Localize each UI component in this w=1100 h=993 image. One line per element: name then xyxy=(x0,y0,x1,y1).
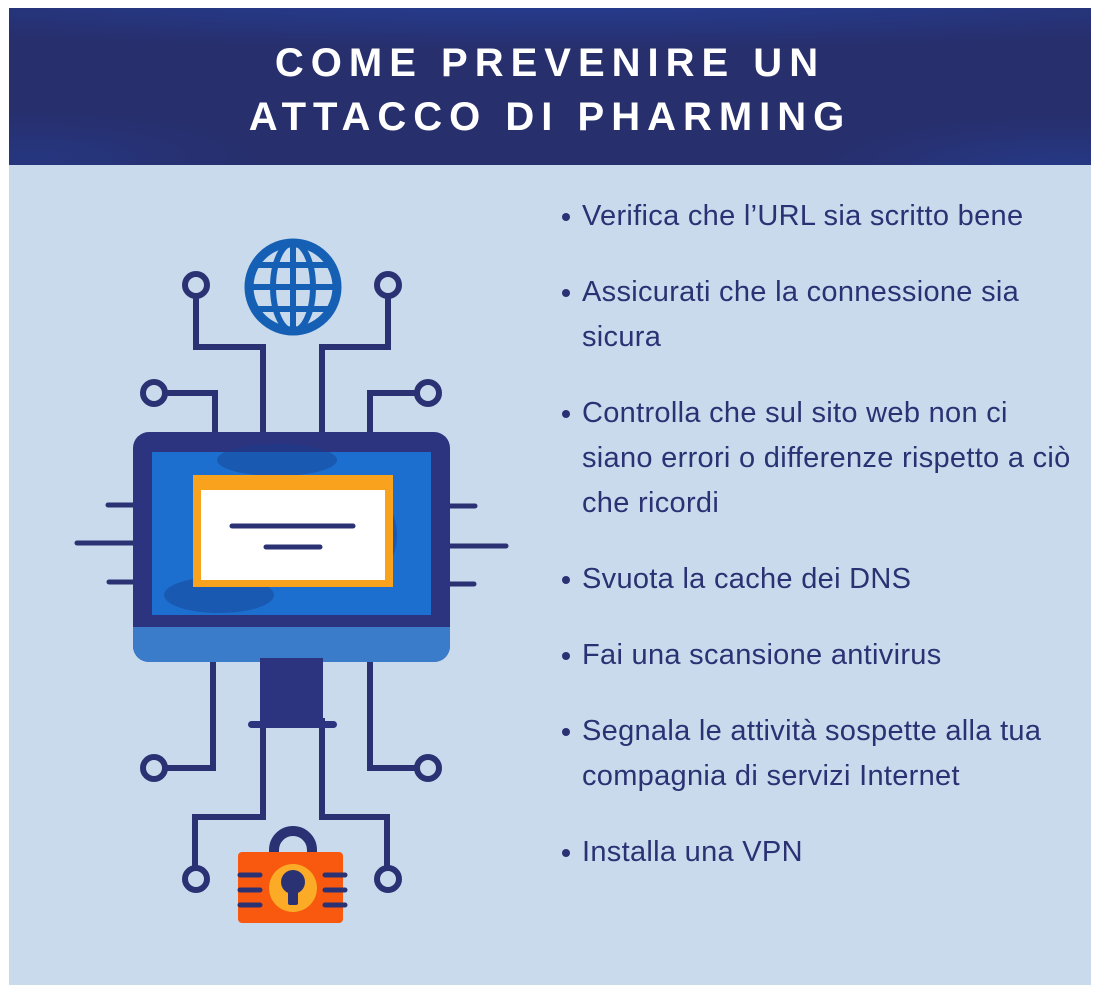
bullet-dot xyxy=(562,213,570,221)
tip-text: Assicurati che la connessione sia sicura xyxy=(582,276,1020,353)
globe-icon xyxy=(244,238,342,336)
list-item: Installa una VPN xyxy=(554,830,1074,875)
bullet-dot xyxy=(562,728,570,736)
list-item: Fai una scansione antivirus xyxy=(554,633,1074,678)
pharming-illustration xyxy=(74,238,509,923)
page-title-line1: COME PREVENIRE UN xyxy=(274,41,826,85)
chip-pins xyxy=(74,502,509,587)
bullet-dot xyxy=(562,652,570,660)
page-title-line2: ATTACCO DI PHARMING xyxy=(248,95,852,139)
padlock-icon xyxy=(237,826,348,923)
monitor-stand xyxy=(260,658,323,726)
list-item: Assicurati che la connessione sia sicura xyxy=(554,270,1074,360)
bullet-dot xyxy=(562,410,570,418)
tip-text: Segnala le attività sospette alla tua co… xyxy=(582,715,1042,792)
document-icon xyxy=(193,475,393,587)
page-title: COME PREVENIRE UN ATTACCO DI PHARMING xyxy=(9,8,1091,144)
tip-text: Controlla che sul sito web non ci siano … xyxy=(582,397,1071,519)
list-item: Controlla che sul sito web non ci siano … xyxy=(554,391,1074,526)
tip-text: Installa una VPN xyxy=(582,836,803,868)
list-item: Segnala le attività sospette alla tua co… xyxy=(554,709,1074,799)
header-banner: COME PREVENIRE UN ATTACCO DI PHARMING xyxy=(9,8,1091,165)
tip-text: Fai una scansione antivirus xyxy=(582,639,942,671)
tip-text: Verifica che l’URL sia scritto bene xyxy=(582,200,1024,232)
list-item: Verifica che l’URL sia scritto bene xyxy=(554,194,1074,239)
bullet-dot xyxy=(562,849,570,857)
circuit-lines xyxy=(140,271,442,893)
list-item: Svuota la cache dei DNS xyxy=(554,557,1074,602)
bullet-dot xyxy=(562,289,570,297)
tip-text: Svuota la cache dei DNS xyxy=(582,563,912,595)
bullet-dot xyxy=(562,576,570,584)
infographic-panel: COME PREVENIRE UN ATTACCO DI PHARMING xyxy=(9,8,1091,985)
